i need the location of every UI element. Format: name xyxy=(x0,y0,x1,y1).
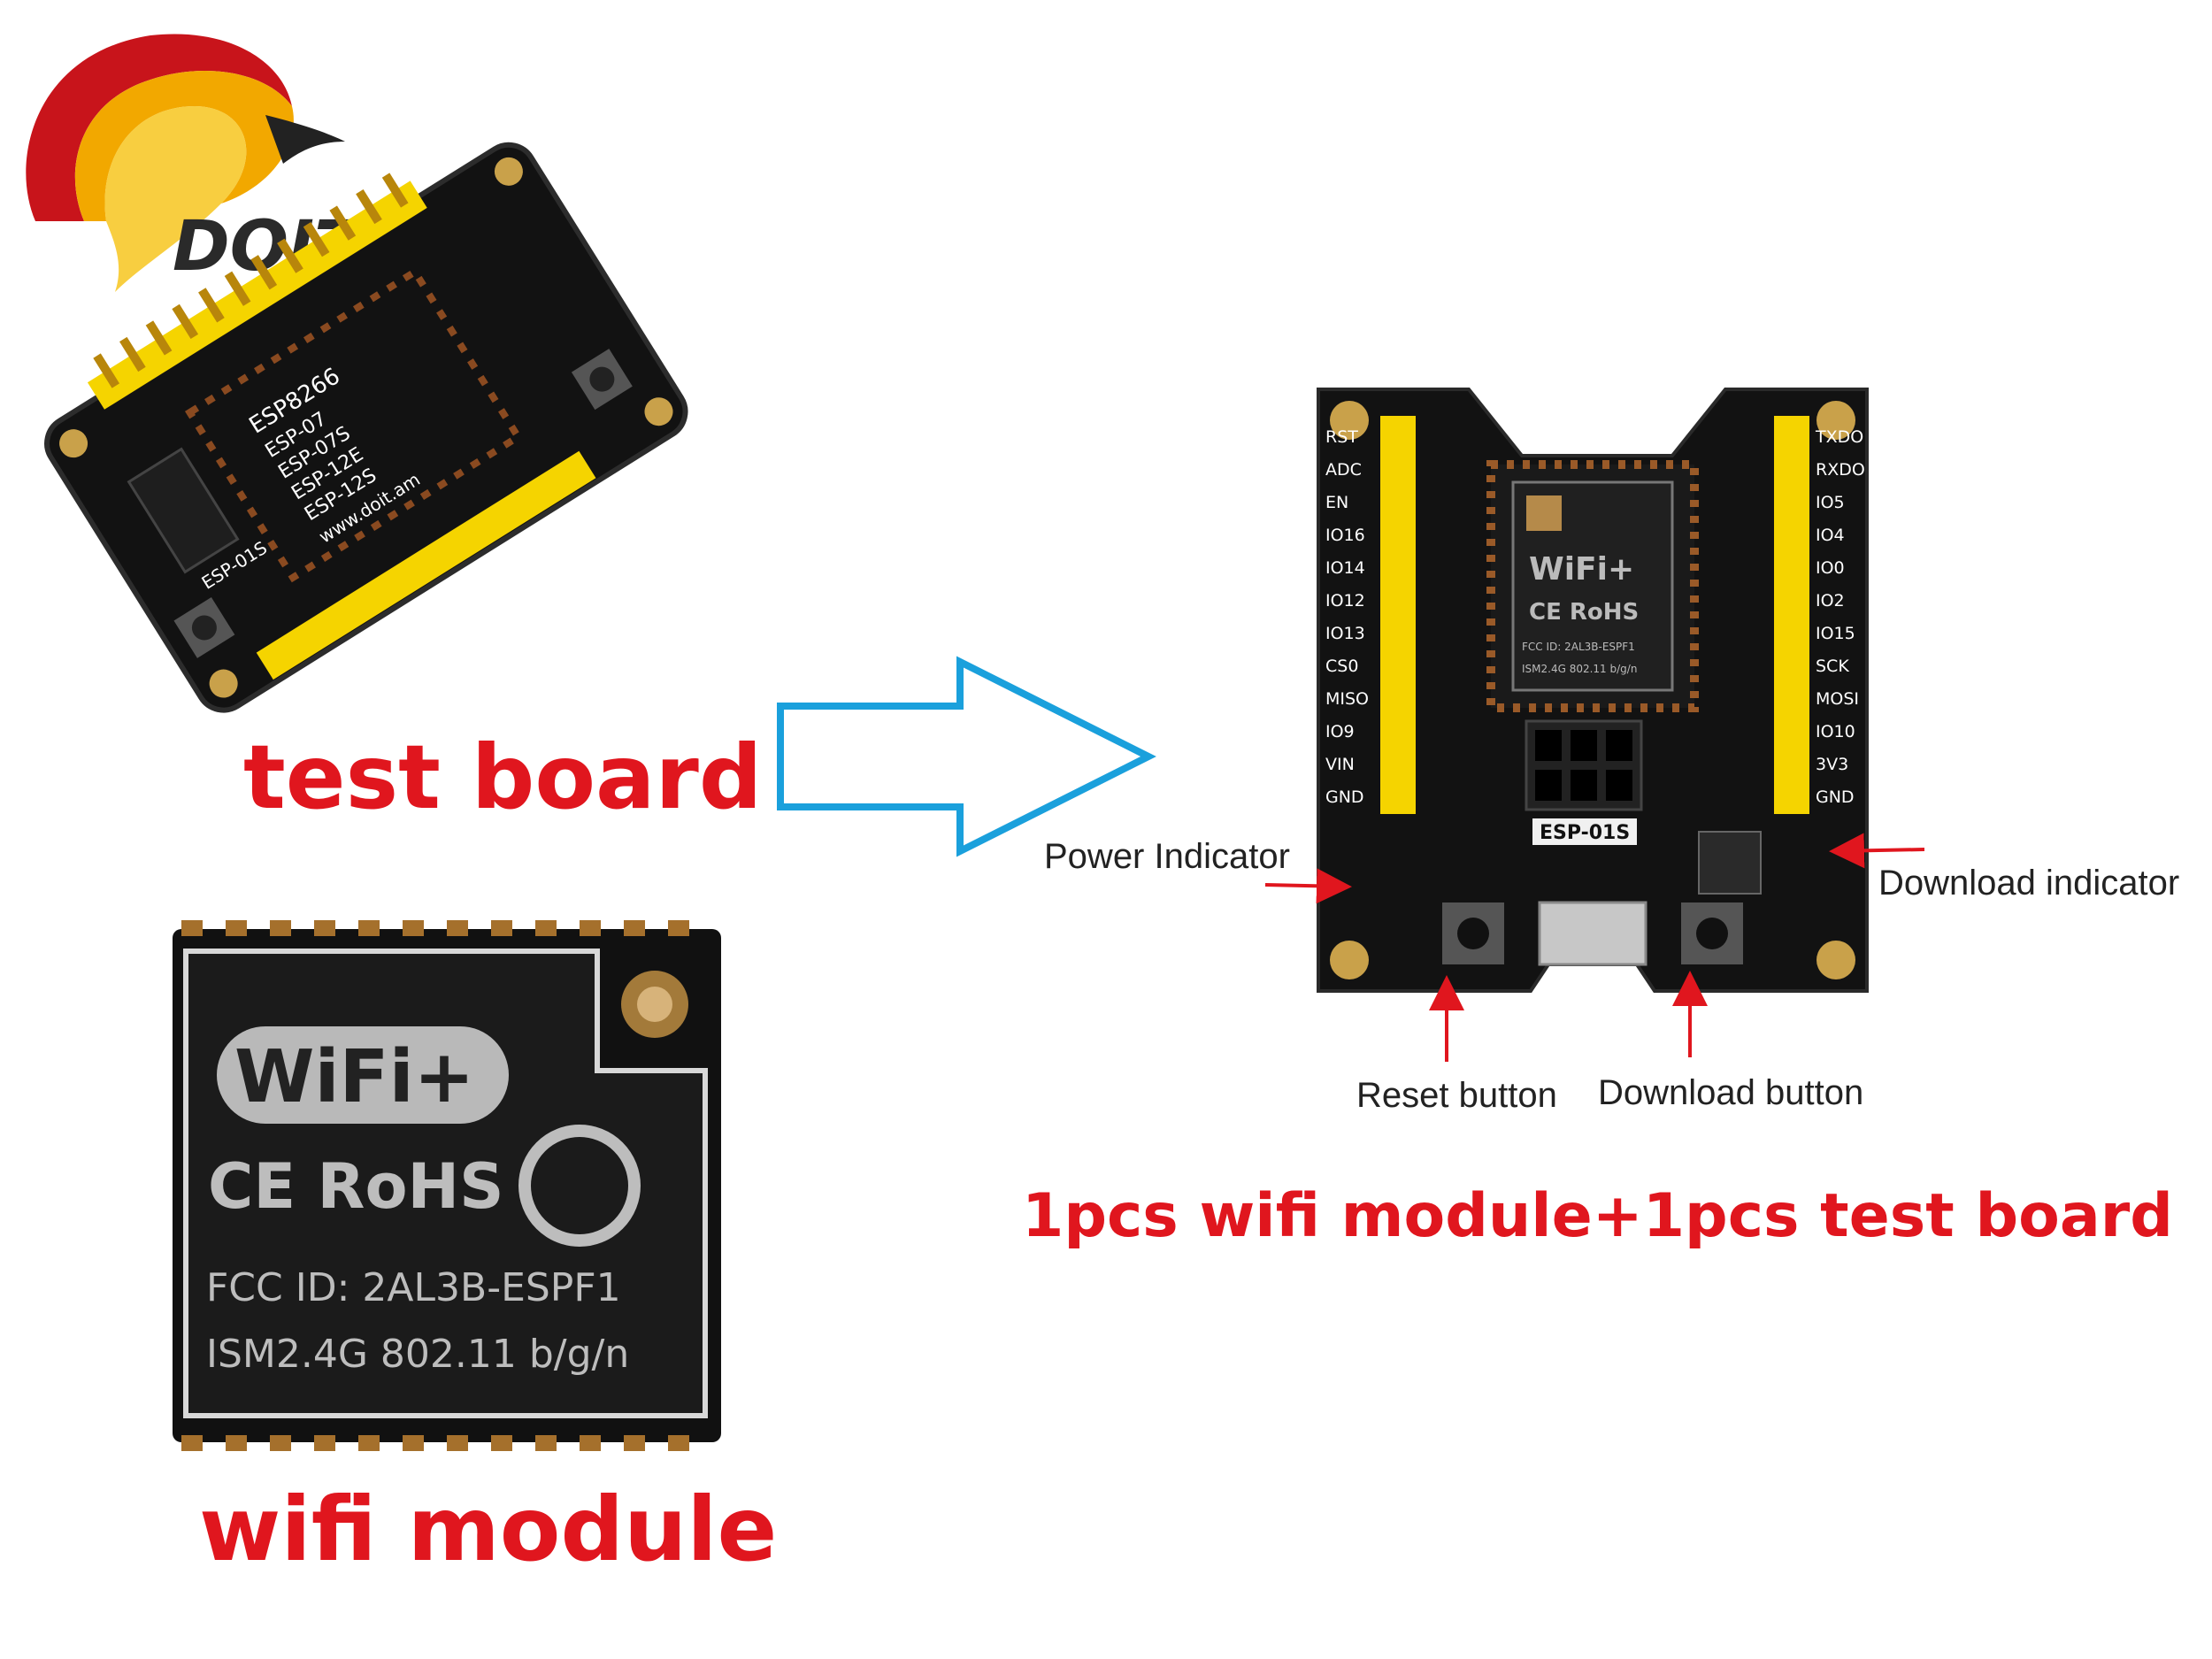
left-pin-label: RST xyxy=(1325,427,1358,447)
wifi-module-caption: wifi module xyxy=(199,1478,778,1581)
right-pin-label: RXDO xyxy=(1816,460,1865,480)
right-pin-label: 3V3 xyxy=(1816,755,1848,774)
test-board-caption: test board xyxy=(243,726,763,829)
left-pin-label: IO14 xyxy=(1325,558,1365,578)
right-pin-label: GND xyxy=(1816,787,1855,807)
left-pin-label: EN xyxy=(1325,493,1348,512)
assembled-module-spec: ISM2.4G 802.11 b/g/n xyxy=(1522,663,1637,675)
left-pin-label: ADC xyxy=(1325,460,1362,480)
assembled-board-photo: WiFi+ CE RoHS FCC ID: 2AL3B-ESPF1 ISM2.4… xyxy=(1301,372,1885,1026)
wifi-module-cert: CE RoHS xyxy=(208,1150,504,1223)
right-pin-label: IO10 xyxy=(1816,722,1855,741)
right-pin-label: IO4 xyxy=(1816,526,1845,545)
left-pin-label: IO9 xyxy=(1325,722,1355,741)
left-pin-label: GND xyxy=(1325,787,1364,807)
arrow-right-icon xyxy=(770,655,1159,858)
right-pin-label: IO5 xyxy=(1816,493,1845,512)
wifi-module-fcc: FCC ID: 2AL3B-ESPF1 xyxy=(206,1265,621,1310)
right-pin-label: IO2 xyxy=(1816,591,1845,611)
package-caption: 1pcs wifi module+1pcs test board xyxy=(1022,1181,2173,1251)
right-pin-label: TXDO xyxy=(1815,427,1863,447)
test-board-photo: ESP8266 ESP-07 ESP-07S ESP-12E ESP-12S w… xyxy=(0,124,708,726)
wifi-module-spec: ISM2.4G 802.11 b/g/n xyxy=(206,1332,629,1377)
assembled-module-logo: WiFi+ xyxy=(1529,551,1634,588)
right-pin-label: IO15 xyxy=(1816,624,1855,643)
left-pin-label: MISO xyxy=(1325,689,1369,709)
left-pin-label: VIN xyxy=(1325,755,1355,774)
right-pin-label: IO0 xyxy=(1816,558,1845,578)
left-pin-label: IO16 xyxy=(1325,526,1365,545)
assembled-board-label: ESP-01S xyxy=(1540,822,1630,844)
wifi-module-photo: WiFi+ CE RoHS FCC ID: 2AL3B-ESPF1 ISM2.4… xyxy=(164,920,730,1451)
left-pin-label: IO13 xyxy=(1325,624,1365,643)
download-button-label: Download button xyxy=(1598,1073,1864,1112)
callout-arrows xyxy=(1256,823,1947,1106)
reset-button-label: Reset button xyxy=(1356,1076,1557,1115)
right-pin-label: MOSI xyxy=(1816,689,1859,709)
left-pin-label: IO12 xyxy=(1325,591,1365,611)
wifi-module-logo: WiFi+ xyxy=(234,1035,474,1119)
left-pin-label: CS0 xyxy=(1325,657,1358,676)
right-pin-label: SCK xyxy=(1816,657,1849,676)
assembled-module-fcc: FCC ID: 2AL3B-ESPF1 xyxy=(1522,641,1635,653)
assembled-module-cert: CE RoHS xyxy=(1529,599,1639,626)
power-indicator-label: Power Indicator xyxy=(1044,837,1290,876)
download-indicator-label: Download indicator xyxy=(1878,864,2180,902)
